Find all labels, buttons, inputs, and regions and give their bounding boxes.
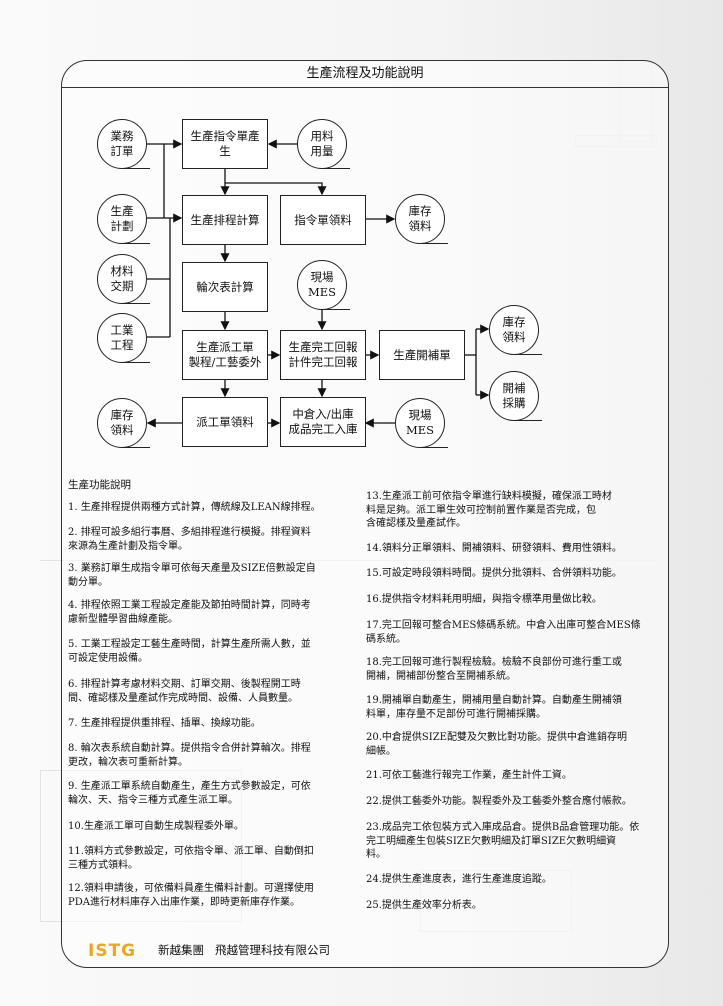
feature-item: 21.可依工藝進行報完工作業，產生計件工資。 [366, 770, 572, 781]
page-title: 生產流程及功能說明 [62, 61, 668, 88]
feature-item: 12.領料申請後，可依備料員產生備料計劃。可選擇使用 PDA進行材料庫存入出庫作… [68, 883, 314, 908]
features-title: 生產功能說明 [68, 479, 131, 491]
istg-logo: ISTG [88, 941, 137, 961]
circle-supplement-purchase: 開補 採購 [489, 371, 539, 421]
box-rotation-calc: 輪次表計算 [182, 262, 268, 312]
feature-item: 17.完工回報可整合MES條碼系統。中倉入出庫可整合MES條 碼系統。 [366, 620, 641, 645]
circle-tail [122, 303, 150, 304]
circle-tail [122, 447, 150, 448]
feature-item: 2. 排程可設多組行事曆、多組排程進行模擬。排程資料 來源為生產計劃及指令單。 [68, 527, 311, 552]
feature-item: 8. 輪次表系統自動計算。提供指令合併計算輪次。排程 更改，輪次表可重新計算。 [68, 743, 311, 768]
box-warehouse-inout: 中倉入/出庫 成品完工入庫 [280, 397, 366, 447]
circle-production-plan: 生產 計劃 [97, 194, 147, 244]
feature-item: 9. 生產派工單系統自動產生，產生方式參數設定，可依 輪次、天、指令三種方式產生… [68, 781, 311, 806]
feature-item: 14.領料分正單領料、開補領料、研發領料、費用性領料。 [366, 543, 622, 554]
circle-tail [122, 243, 150, 244]
feature-item: 18.完工回報可進行製程檢驗。檢驗不良部份可進行重工或 開補，開補部份整合至開補… [366, 657, 622, 682]
feature-item: 22.提供工藝委外功能。製程委外及工藝委外整合應付帳款。 [366, 796, 632, 807]
feature-item: 19.開補單自動產生，開補用量自動計算。自動產生開補領 料單，庫存量不足部份可進… [366, 695, 622, 720]
box-order-generation: 生產指令單產生 [182, 119, 268, 169]
box-dispatch-order: 生產派工單 製程/工藝委外 [182, 330, 268, 380]
circle-tail [514, 354, 542, 355]
circle-tail [420, 243, 448, 244]
circle-tail [322, 168, 350, 169]
feature-item: 7. 生產排程提供重排程、插單、換線功能。 [68, 718, 261, 729]
circle-tail [514, 420, 542, 421]
feature-item: 15.可設定時段領料時間。提供分批領料、合併領料功能。 [366, 568, 622, 579]
feature-item: 4. 排程依照工業工程設定產能及節拍時間計算，同時考 慮新型體學習曲線產能。 [68, 600, 311, 625]
circle-industrial-engineering: 工業 工程 [97, 313, 147, 363]
feature-item: 6. 排程計算考慮材料交期、訂單交期、後製程開工時 間、確認樣及量產試作完成時間… [68, 679, 301, 704]
feature-item: 10.生產派工單可自動生成製程委外單。 [68, 821, 244, 832]
feature-item: 24.提供生產進度表，進行生產進度追蹤。 [366, 874, 552, 885]
circle-stock-picking: 庫存 領料 [97, 398, 147, 448]
box-schedule-calc: 生產排程計算 [182, 195, 268, 245]
circle-material-usage: 用料 用量 [297, 119, 347, 169]
circle-field-mes: 現場 MES [297, 260, 347, 310]
circle-tail [122, 168, 150, 169]
group-name: 新越集團 [158, 943, 204, 957]
circle-stock-picking: 庫存 領料 [489, 305, 539, 355]
box-dispatch-picking: 派工單領料 [182, 397, 268, 447]
circle-tail [420, 447, 448, 448]
circle-tail [322, 309, 350, 310]
feature-item: 25.提供生產效率分析表。 [366, 900, 482, 911]
circle-field-mes: 現場 MES [395, 398, 445, 448]
box-supplement-order: 生產開補單 [379, 330, 465, 380]
feature-item: 3. 業務訂單生成指令單可依每天產量及SIZE倍數設定自 動分單。 [68, 563, 316, 588]
company-name: 飛越管理科技有限公司 [214, 943, 330, 957]
feature-item: 5. 工業工程設定工藝生產時間，計算生產所需人數，並 可設定使用設備。 [68, 639, 311, 664]
feature-item: 16.提供指令材料耗用明細，與指令標準用量做比較。 [366, 594, 602, 605]
footer-company: 新越集團 飛越管理科技有限公司 [158, 942, 330, 958]
feature-item: 1. 生產排程提供兩種方式計算，傳統線及LEAN線排程。 [68, 502, 321, 513]
circle-tail [122, 362, 150, 363]
box-completion-report: 生產完工回報 計件完工回報 [280, 330, 366, 380]
feature-item: 20.中倉提供SIZE配雙及欠數比對功能。提供中倉進銷存明 細帳。 [366, 732, 627, 757]
connector [225, 182, 327, 196]
feature-item: 13.生產派工前可依指令單進行缺料模擬，確保派工時材 料是足夠。派工單生效可控制… [366, 491, 612, 529]
circle-stock-picking: 庫存 領料 [395, 194, 445, 244]
feature-item: 23.成品完工依包裝方式入庫成品倉。提供B品倉管理功能。依 完工明細產生包裝SI… [366, 822, 640, 860]
circle-sales-order: 業務 訂單 [97, 119, 147, 169]
feature-item: 11.領料方式參數設定，可依指令單、派工單、自動倒扣 三種方式領料。 [68, 846, 314, 871]
circle-material-delivery: 材料 交期 [97, 254, 147, 304]
box-order-picking: 指令單領料 [280, 195, 366, 245]
